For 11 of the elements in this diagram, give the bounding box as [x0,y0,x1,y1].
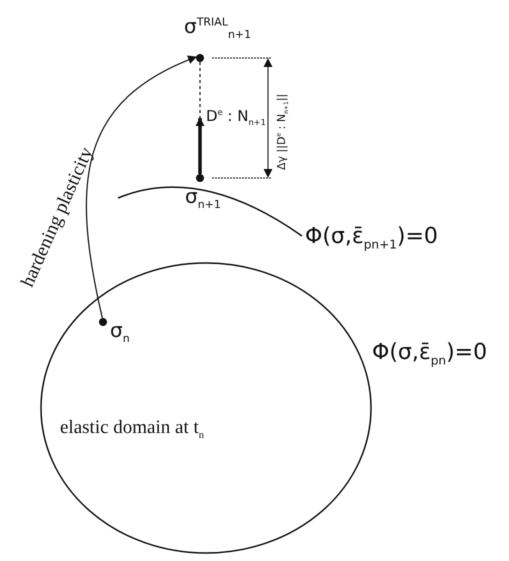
yield-function-label: Φ(σ,ε̄$_{pn+1}$)=0 [305,226,438,250]
stress-point [196,54,204,62]
stress-point [99,318,107,326]
stress-label: σ$_{n}$ [110,320,130,344]
edge-label: D$^{e}$ : N$_{n+1}$ [206,108,266,126]
arrow [196,117,204,174]
region-label: elastic domain at t$_{n}$ [60,418,204,442]
arrow [86,56,197,318]
stress-label: σ$_{n+1}$ [185,186,221,210]
yield-function-label: Φ(σ,ε̄$_{pn}$)=0 [372,342,488,366]
stress-point [196,174,204,182]
